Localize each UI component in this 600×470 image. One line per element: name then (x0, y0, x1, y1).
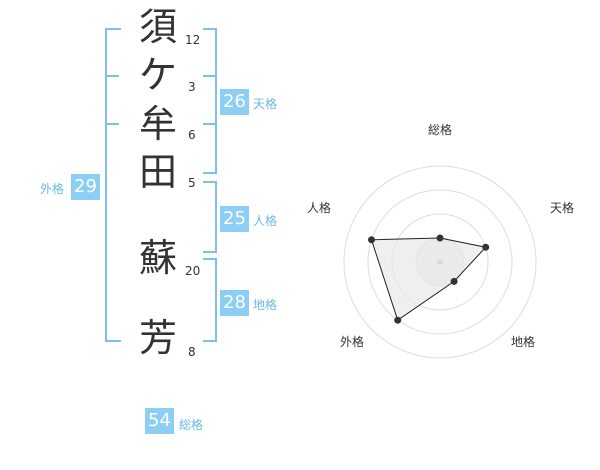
tenkaku-value-badge: 26 (220, 89, 249, 115)
tenkaku-bracket-tick (203, 75, 215, 77)
radar-data-point (394, 316, 402, 324)
jinkaku-value-badge: 25 (220, 206, 249, 232)
gaikaku-bracket-tick (105, 123, 119, 125)
tenkaku-bracket (203, 28, 217, 174)
radar-data-point (368, 236, 375, 244)
chikaku-value-badge: 28 (220, 290, 249, 316)
kanji-char-3: 牟 (138, 102, 177, 146)
kanji-char-2: ケ (138, 53, 177, 97)
gaikaku-label: 外格 (40, 182, 65, 196)
tenkaku-label: 天格 (253, 97, 278, 111)
soukaku-label: 総格 (179, 418, 204, 432)
stroke-count-4: 5 (188, 176, 196, 190)
stroke-count-6: 8 (188, 345, 196, 359)
jinkaku-bracket (203, 181, 217, 253)
chikaku-label: 地格 (253, 298, 278, 312)
radar-axis-label-chikaku: 地格 (511, 334, 535, 349)
kanji-char-1: 須 (138, 5, 177, 49)
radar-data-point (436, 234, 444, 242)
chikaku-bracket (203, 258, 217, 342)
radar-axis-label-tenkaku: 天格 (550, 200, 574, 215)
radar-series-area (370, 237, 487, 321)
radar-axis-label-gaikaku: 外格 (340, 334, 364, 349)
kanji-char-4: 田 (138, 150, 177, 194)
gaikaku-bracket (105, 28, 121, 342)
jinkaku-label: 人格 (253, 214, 278, 228)
gaikaku-value-badge: 29 (71, 174, 100, 200)
soukaku-value-badge: 54 (145, 408, 174, 434)
radar-points (368, 234, 490, 324)
radar-axis-label-soukaku: 総格 (428, 122, 452, 137)
kanji-char-6: 芳 (138, 316, 177, 360)
tenkaku-bracket-tick (203, 123, 215, 125)
radar-chart: 総格 天格 地格 外格 人格 (307, 122, 574, 359)
stroke-count-3: 6 (188, 128, 196, 142)
radar-axis-label-jinkaku: 人格 (307, 200, 331, 215)
kanji-char-5: 蘇 (138, 236, 177, 280)
stroke-count-2: 3 (188, 80, 196, 94)
stroke-count-5: 20 (185, 264, 201, 278)
gaikaku-bracket-tick (105, 75, 119, 77)
radar-data-point (482, 243, 490, 251)
stroke-count-1: 12 (185, 33, 201, 47)
radar-data-point (450, 277, 458, 285)
